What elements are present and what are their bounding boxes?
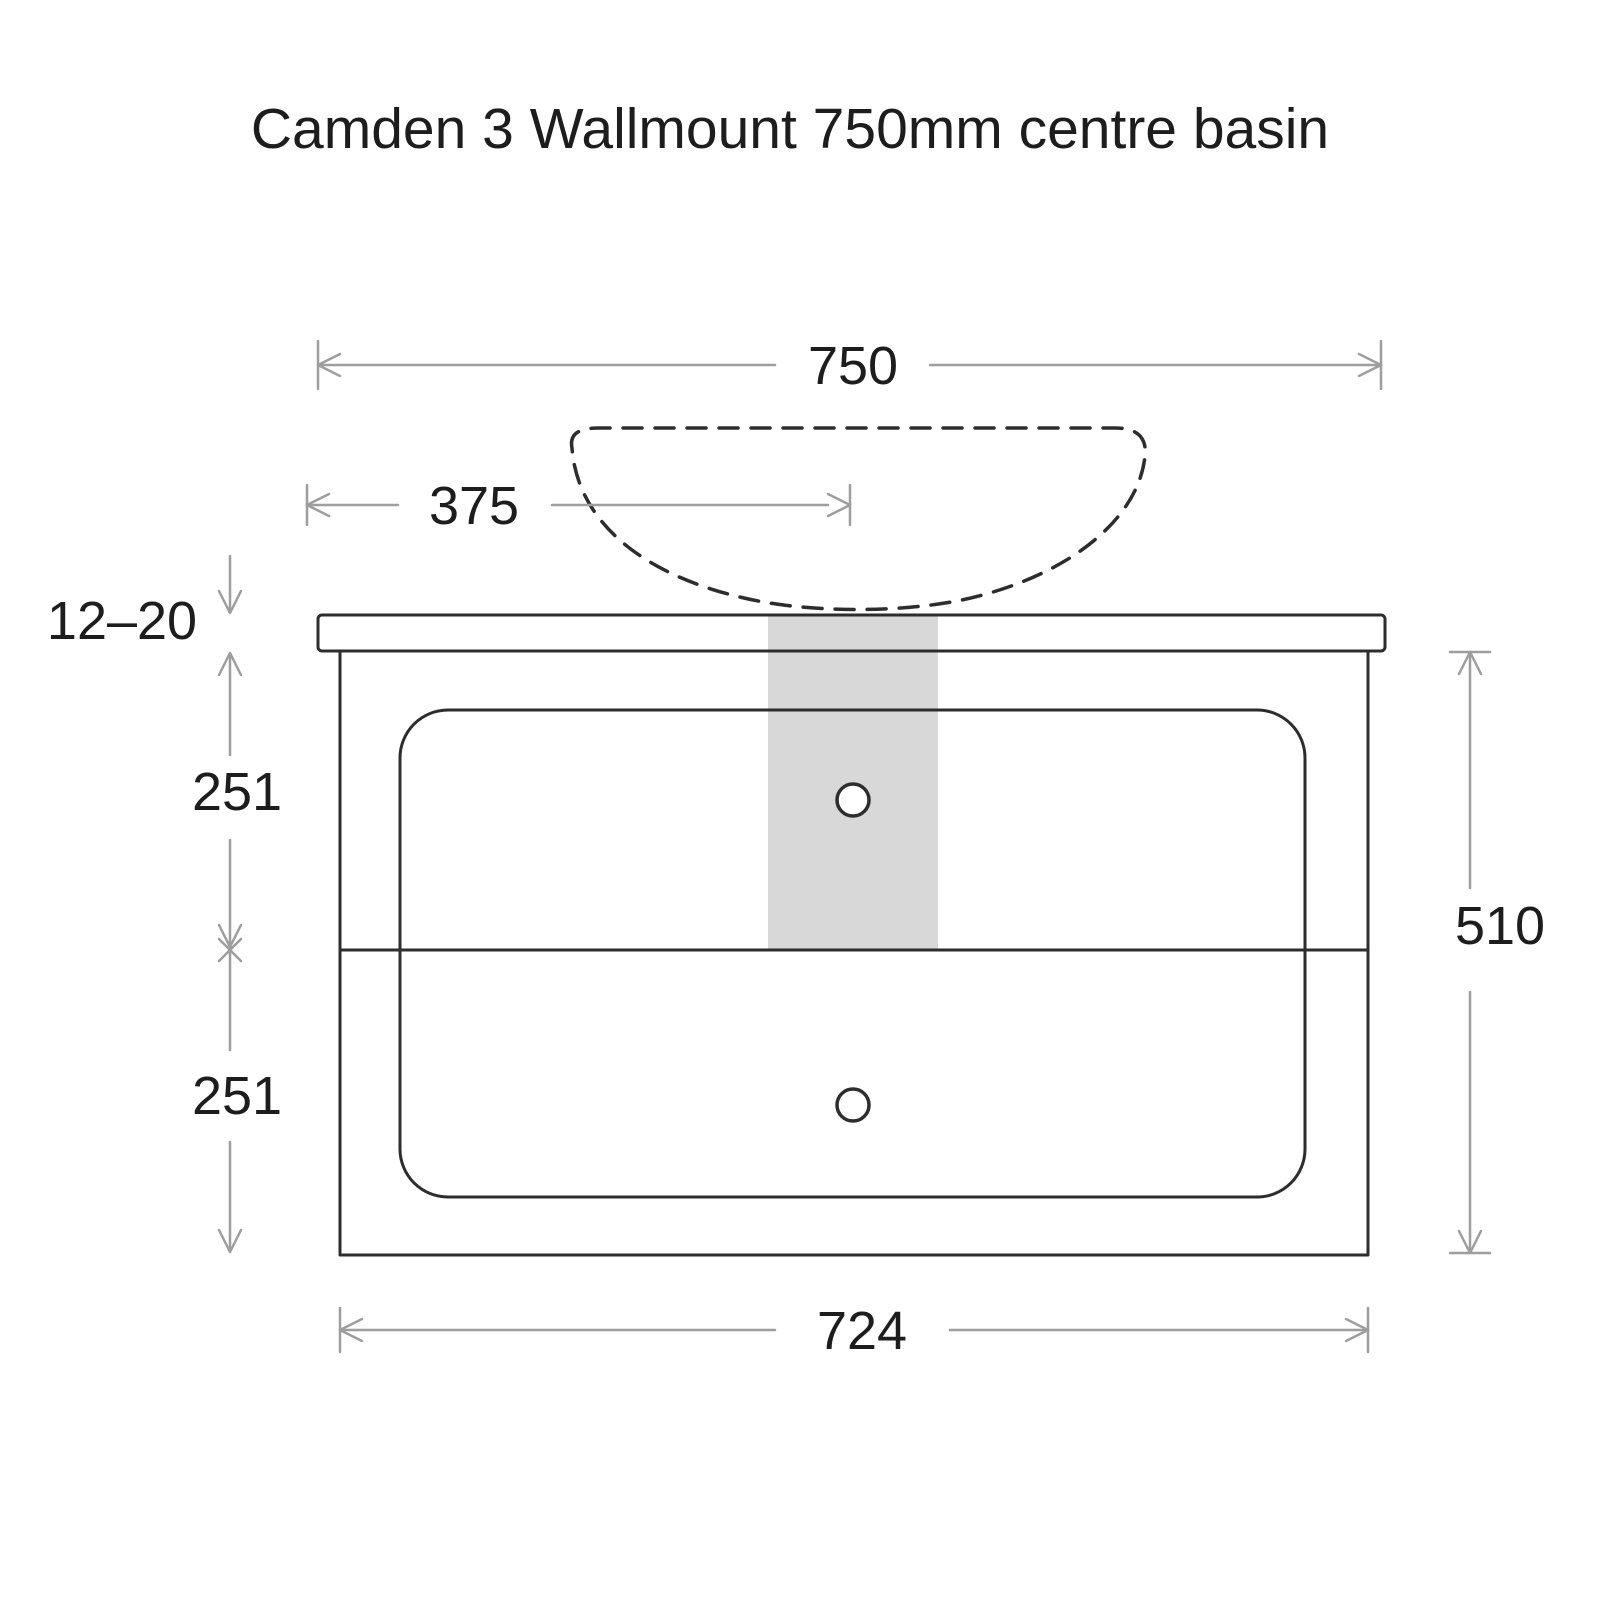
- dimension-bottom-drawer-height: 251: [192, 951, 282, 1254]
- dimension-overall-width: 750: [316, 336, 1383, 396]
- top-drawer-knob: [835, 782, 871, 818]
- dimension-countertop-thickness: 12–20: [47, 554, 243, 677]
- shared-boundary-cross-icon: [217, 937, 243, 963]
- dimension-label-overall-width: 750: [808, 336, 898, 396]
- page-title: Camden 3 Wallmount 750mm centre basin: [251, 97, 1329, 161]
- dimension-cabinet-width: 724: [338, 1301, 1370, 1361]
- arrowhead-down-icon: [217, 1228, 243, 1254]
- bottom-drawer-knob: [835, 1087, 871, 1123]
- arrowhead-right-icon: [826, 492, 852, 518]
- dimension-label-bottom-drawer-height: 251: [192, 1066, 282, 1126]
- dimension-label-basin-centre-offset: 375: [429, 476, 519, 536]
- basin-outline: [569, 426, 1147, 612]
- arrowhead-down-icon: [217, 923, 243, 949]
- cabinet-body: [338, 649, 1370, 1257]
- dimension-cabinet-height: 510: [1448, 650, 1545, 1255]
- dimension-label-cabinet-height: 510: [1455, 896, 1545, 956]
- drawer-fronts-outline: [398, 708, 1307, 1199]
- dimension-label-cabinet-width: 724: [817, 1301, 907, 1361]
- dimension-basin-centre-offset: 375: [305, 476, 852, 536]
- arrowhead-down-icon: [217, 589, 243, 615]
- arrowhead-down-icon: [1457, 1229, 1483, 1255]
- dimension-top-drawer-height: 251: [192, 651, 282, 963]
- dimension-label-top-drawer-height: 251: [192, 762, 282, 822]
- dimension-label-countertop-thickness: 12–20: [47, 591, 197, 651]
